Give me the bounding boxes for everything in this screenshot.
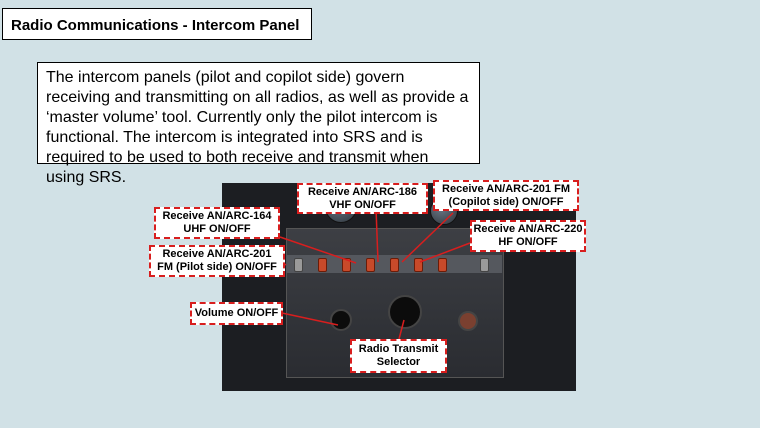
transmit-selector-knob [388,295,422,329]
callout-arc220: Receive AN/ARC-220 HF ON/OFF [470,220,586,252]
description-box: The intercom panels (pilot and copilot s… [37,62,480,186]
hot-mike-switch [458,311,478,331]
callout-arc186: Receive AN/ARC-186 VHF ON/OFF [297,183,428,214]
switch-2 [318,258,327,272]
switch-8 [480,258,489,272]
switch-5 [390,258,399,272]
callout-transmit-selector: Radio Transmit Selector [350,339,447,373]
callout-volume: Volume ON/OFF [190,302,283,325]
volume-knob [330,309,352,331]
page-title: Radio Communications - Intercom Panel [2,8,312,40]
switch-1 [294,258,303,272]
callout-arc201-pilot: Receive AN/ARC-201 FM (Pilot side) ON/OF… [149,245,285,277]
callout-arc201-copilot: Receive AN/ARC-201 FM (Copilot side) ON/… [433,180,579,211]
callout-arc164: Receive AN/ARC-164 UHF ON/OFF [154,207,280,239]
intercom-panel-image [222,183,576,391]
switch-6 [414,258,423,272]
switch-7 [438,258,447,272]
switch-4 [366,258,375,272]
switch-3 [342,258,351,272]
